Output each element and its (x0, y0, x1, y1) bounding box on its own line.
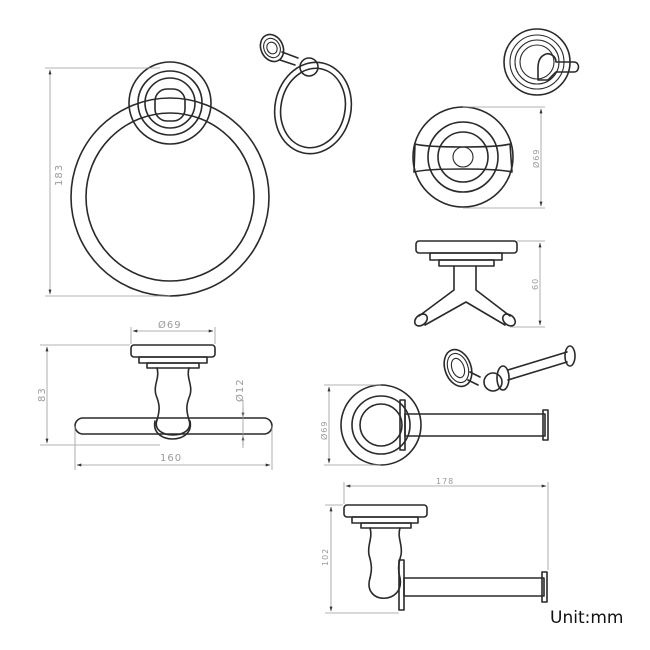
paper-holder-top-view: 178 102 (321, 477, 549, 614)
towel-ring-height-label: 183 (54, 164, 65, 186)
hook-plate-label: Ø69 (531, 149, 541, 168)
robe-hook-isometric-view (503, 28, 580, 96)
robe-hook-front-view: Ø69 (412, 106, 545, 209)
hook-depth-label: 60 (531, 278, 540, 290)
towel-ring-bar-label: Ø12 (234, 378, 246, 402)
paper-holder-isometric-view (443, 345, 576, 392)
unit-label: Unit:mm (550, 608, 624, 628)
paper-holder-front-view: Ø69 (319, 384, 549, 466)
towel-ring-width-label: 160 (160, 453, 182, 464)
holder-plate-label: Ø69 (319, 421, 329, 440)
robe-hook-side-view: 60 (413, 240, 545, 328)
towel-ring-plate-label: Ø69 (158, 319, 182, 331)
towel-ring-depth-label: 83 (37, 387, 48, 402)
holder-depth-label: 102 (321, 548, 330, 566)
towel-ring-side-view: Ø69 83 160 Ø12 (37, 319, 273, 470)
towel-ring-isometric-view (259, 33, 353, 155)
holder-length-label: 178 (436, 477, 454, 486)
towel-ring-front-view: 183 (45, 61, 270, 297)
